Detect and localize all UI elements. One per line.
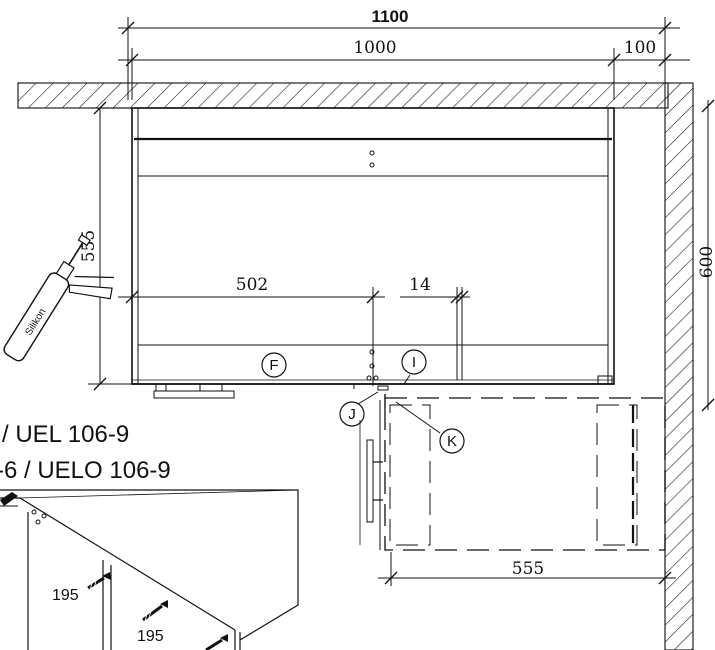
cabinet-isometric-detail (0, 489, 299, 650)
silicone-gun-icon: Silikon (3, 234, 114, 362)
door-swing-dashed (359, 394, 666, 551)
side-wall (664, 82, 694, 650)
dim-100-label: 100 (624, 38, 656, 58)
model-line-1: / UEL 106-9 (2, 421, 129, 448)
callout-i-label: I (412, 354, 416, 371)
callout-k: K (395, 401, 465, 454)
callout-i: I (401, 349, 427, 385)
dim-1100-label: 1100 (372, 7, 409, 26)
callout-f-label: F (269, 357, 278, 374)
callout-j: J (339, 391, 379, 427)
dimension-600-vertical: 600 (697, 99, 715, 412)
ceiling (17, 82, 669, 109)
screw-icon (142, 600, 168, 622)
model-line-2: -6 / UELO 106-9 (0, 457, 171, 484)
screw-icon (205, 634, 228, 650)
dimension-555-horizontal: 555 (378, 552, 676, 586)
dim-555-h-label: 555 (512, 559, 544, 579)
dimension-14: 14 (400, 275, 470, 380)
dimension-502: 502 (118, 275, 385, 386)
dimension-1000: 1000 100 (118, 38, 690, 100)
callout-j-label: J (348, 406, 356, 423)
callout-f: F (261, 352, 287, 378)
screw-label-1: 195 (52, 587, 79, 604)
dimension-1100: 1100 (118, 7, 680, 100)
dim-1000-label: 1000 (353, 38, 396, 58)
dim-600-label: 600 (697, 246, 715, 278)
dim-502-label: 502 (236, 275, 268, 295)
screw-label-2: 195 (137, 628, 164, 645)
mounting-rail (153, 375, 613, 399)
callout-k-label: K (447, 433, 457, 450)
screw-icon (87, 572, 111, 591)
dim-14-label: 14 (409, 275, 431, 295)
